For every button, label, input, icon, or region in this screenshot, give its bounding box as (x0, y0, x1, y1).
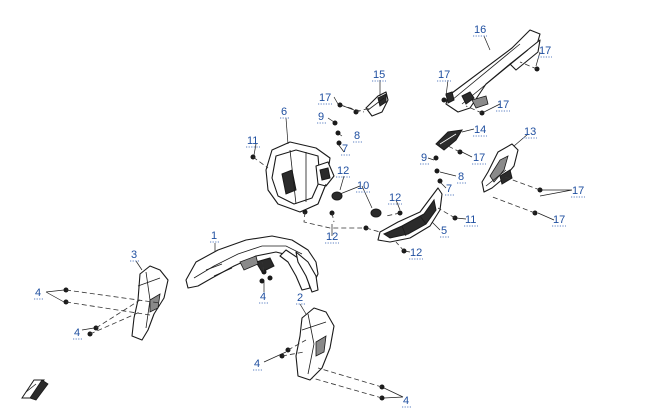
part-16-top-cover (445, 29, 541, 113)
callout-17[interactable]: 17 (539, 45, 551, 57)
callout-5[interactable]: 5 (441, 225, 447, 237)
callout-4[interactable]: 4 (403, 395, 409, 407)
callout-17[interactable]: 17 (572, 185, 584, 197)
callout-4[interactable]: 4 (254, 358, 260, 370)
callout-11[interactable]: 11 (247, 135, 258, 147)
part-13-side-cover (481, 143, 519, 193)
callout-12[interactable]: 12 (389, 192, 401, 204)
part-14-black-bracket (435, 129, 463, 151)
callout-8[interactable]: 8 (354, 130, 360, 142)
callout-8[interactable]: 8 (458, 171, 464, 183)
callout-16[interactable]: 16 (474, 24, 486, 36)
callout-17[interactable]: 17 (497, 99, 509, 111)
brand-logo-icon (21, 379, 49, 401)
part-1-front-fender (185, 235, 319, 293)
callout-12[interactable]: 12 (337, 165, 349, 177)
callout-7[interactable]: 7 (342, 143, 348, 155)
callout-17[interactable]: 17 (319, 92, 331, 104)
part-2-fork-cover-right (295, 307, 335, 381)
callout-13[interactable]: 13 (524, 126, 536, 138)
callout-7[interactable]: 7 (446, 183, 452, 195)
callout-3[interactable]: 3 (131, 249, 137, 261)
callout-14[interactable]: 14 (474, 124, 486, 136)
callout-12[interactable]: 12 (326, 231, 338, 243)
callout-9[interactable]: 9 (421, 152, 427, 164)
callout-11[interactable]: 11 (465, 214, 476, 226)
callouts: 1 2 3 4 4 4 4 4 5 6 7 7 8 8 9 9 10 11 (34, 24, 585, 408)
callout-17[interactable]: 17 (438, 69, 450, 81)
callout-15[interactable]: 15 (373, 69, 385, 81)
callout-4[interactable]: 4 (35, 287, 41, 299)
part-5-lower-cover (377, 187, 443, 243)
part-15-bracket (365, 91, 389, 117)
callout-17[interactable]: 17 (553, 214, 565, 226)
callout-9[interactable]: 9 (318, 111, 324, 123)
leader-lines (45, 35, 573, 399)
callout-1[interactable]: 1 (211, 230, 217, 242)
callout-10[interactable]: 10 (357, 180, 369, 192)
part-3-fork-cover-left (131, 265, 169, 341)
callout-6[interactable]: 6 (281, 106, 287, 118)
callout-12[interactable]: 12 (410, 247, 422, 259)
callout-4[interactable]: 4 (260, 291, 266, 303)
callout-2[interactable]: 2 (297, 292, 303, 304)
callout-4[interactable]: 4 (74, 327, 80, 339)
assembly-lines (65, 61, 541, 399)
part-6-headlight-housing (265, 141, 335, 213)
callout-17[interactable]: 17 (473, 152, 485, 164)
part-10-fasteners (331, 191, 382, 218)
